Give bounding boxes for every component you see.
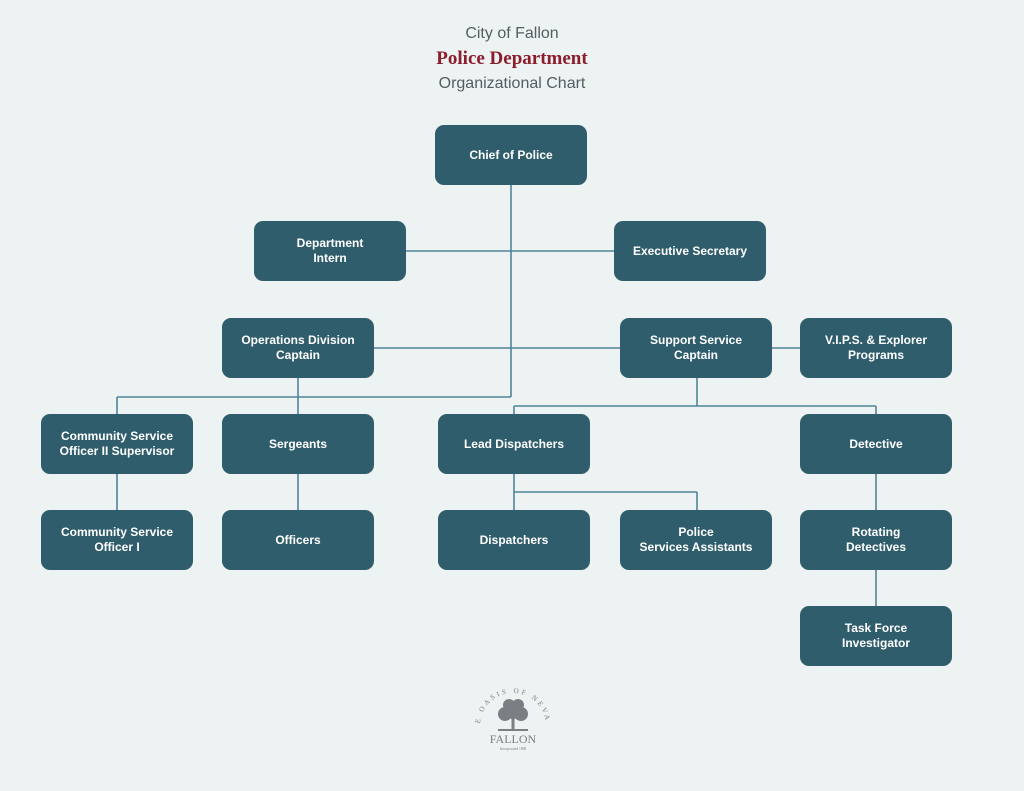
node-operations-captain: Operations Division Captain <box>222 318 374 378</box>
node-cso1: Community Service Officer I <box>41 510 193 570</box>
node-sergeants: Sergeants <box>222 414 374 474</box>
node-rotating-detectives: Rotating Detectives <box>800 510 952 570</box>
tree-icon <box>498 699 528 731</box>
title-city: City of Fallon <box>465 25 559 42</box>
chart-title: City of Fallon Police Department Organiz… <box>0 22 1024 96</box>
node-cso2-supervisor: Community Service Officer II Supervisor <box>41 414 193 474</box>
node-police-services-assistants: Police Services Assistants <box>620 510 772 570</box>
node-executive-secretary: Executive Secretary <box>614 221 766 281</box>
node-detective: Detective <box>800 414 952 474</box>
node-chief-of-police: Chief of Police <box>435 125 587 185</box>
logo-sub: Incorporated 1908 <box>500 747 527 751</box>
fallon-logo: THE OASIS OF NEVADA FALLON Incorporated … <box>468 680 549 751</box>
node-support-captain: Support Service Captain <box>620 318 772 378</box>
logo-name: FALLON <box>490 732 537 746</box>
title-department: Police Department <box>436 48 588 69</box>
node-dispatchers: Dispatchers <box>438 510 590 570</box>
node-officers: Officers <box>222 510 374 570</box>
title-subtitle: Organizational Chart <box>438 75 586 92</box>
node-task-force-investigator: Task Force Investigator <box>800 606 952 666</box>
node-department-intern: Department Intern <box>254 221 406 281</box>
node-vips-explorer: V.I.P.S. & Explorer Programs <box>800 318 952 378</box>
node-lead-dispatchers: Lead Dispatchers <box>438 414 590 474</box>
